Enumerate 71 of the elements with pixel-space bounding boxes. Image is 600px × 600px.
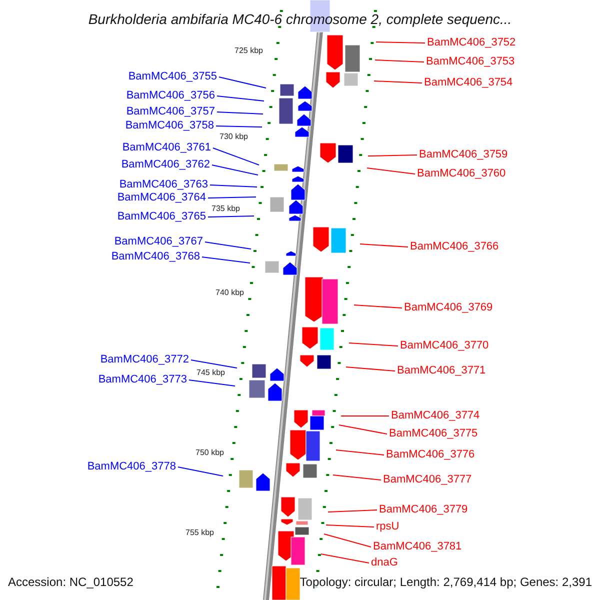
- leader-line: [208, 216, 254, 218]
- gene-label: dnaG: [371, 558, 398, 568]
- leader-line: [354, 304, 402, 308]
- gene-label: BamMC406_3773: [98, 374, 187, 386]
- leader-line: [360, 244, 408, 248]
- gene-label: BamMC406_3771: [397, 366, 486, 376]
- gene-label: BamMC406_3772: [100, 354, 189, 366]
- gene-label: BamMC406_3763: [119, 180, 208, 190]
- leader-line: [338, 424, 388, 434]
- leader-line: [336, 450, 384, 456]
- scale-label: 745 kbp: [196, 369, 225, 377]
- scale-label: 730 kbp: [220, 133, 248, 141]
- leader-line: [328, 510, 378, 512]
- gene-label: BamMC406_3757: [126, 106, 215, 118]
- leader-line: [218, 76, 266, 88]
- leader-line: [212, 164, 258, 176]
- gene-label: BamMC406_3755: [128, 72, 217, 82]
- gene-label: BamMC406_3777: [383, 474, 472, 486]
- leader-line: [332, 474, 382, 480]
- leader-line: [178, 466, 224, 476]
- leader-line: [374, 80, 422, 84]
- leader-line: [348, 342, 398, 346]
- gene-label: BamMC406_3756: [126, 90, 215, 102]
- gene-label: rpsU: [376, 522, 400, 532]
- gene-label: BamMC406_3764: [117, 192, 206, 204]
- leader-line: [320, 554, 370, 564]
- gene-label: BamMC406_3776: [386, 450, 475, 460]
- title: Burkholderia ambifaria MC40-6 chromosome 2, complete sequenc...: [87, 10, 513, 29]
- leader-line: [202, 256, 250, 264]
- gene-label: BamMC406_3760: [417, 168, 506, 180]
- gene-label: BamMC406_3753: [426, 56, 515, 68]
- leader-line: [210, 184, 258, 188]
- scale-label: 750 kbp: [196, 449, 224, 457]
- leader-line: [368, 154, 418, 156]
- gene-label: BamMC406_3767: [114, 236, 203, 248]
- leader-line: [324, 534, 372, 548]
- leader-line: [366, 168, 416, 174]
- leader-line: [212, 148, 260, 166]
- gene-label: BamMC406_3758: [125, 120, 214, 132]
- gene-label: BamMC406_3769: [404, 302, 493, 314]
- gene-label: BamMC406_3775: [389, 428, 478, 440]
- scale-label: 740 kbp: [216, 289, 244, 297]
- leader-line: [216, 96, 264, 102]
- gene-label: BamMC406_3762: [121, 160, 210, 170]
- gene-label: BamMC406_3779: [379, 504, 468, 516]
- leader-line: [208, 196, 256, 198]
- leader-line: [190, 360, 238, 368]
- leader-line: [326, 524, 374, 528]
- leader-line: [346, 366, 396, 372]
- gene-label: BamMC406_3770: [400, 340, 489, 352]
- leader-line: [204, 242, 252, 250]
- gene-label: BamMC406_3766: [410, 242, 499, 252]
- accession-text: Accession: NC_010552: [8, 576, 134, 588]
- gene-label: BamMC406_3768: [111, 252, 200, 262]
- gene-label: BamMC406_3759: [419, 150, 508, 160]
- leader-line: [374, 60, 424, 62]
- gene-label: BamMC406_3774: [391, 410, 480, 422]
- gene-label: BamMC406_3754: [424, 78, 513, 88]
- gene-label: BamMC406_3778: [87, 462, 176, 472]
- summary-text: Topology: circular; Length: 2,769,414 bp; Genes: 2,391: [300, 576, 592, 588]
- gene-label: BamMC406_3781: [373, 542, 462, 552]
- scale-label: 725 kbp: [234, 47, 263, 55]
- leader-line: [188, 380, 236, 386]
- scale-label: 735 kbp: [212, 205, 240, 213]
- leader-line: [376, 42, 426, 44]
- gene-label: BamMC406_3765: [117, 212, 206, 222]
- scale-label: 755 kbp: [186, 529, 214, 537]
- gene-label: BamMC406_3752: [427, 38, 516, 48]
- gene-label: BamMC406_3761: [122, 142, 211, 154]
- leader-line: [216, 126, 262, 128]
- leader-line: [216, 112, 264, 114]
